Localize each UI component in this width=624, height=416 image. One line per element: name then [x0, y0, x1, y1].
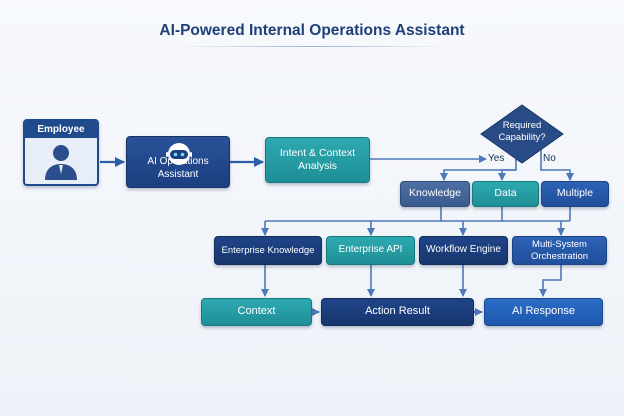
knowledge-label: Knowledge — [409, 187, 461, 200]
action-result-node: Action Result — [321, 298, 474, 326]
decision-label: Required Capability? — [498, 120, 546, 143]
ai-response-node: AI Response — [484, 298, 603, 326]
decision-diamond-shape — [480, 104, 564, 164]
multi-system-node: Multi-System Orchestration — [512, 236, 607, 265]
connector-decision-no — [540, 149, 574, 181]
enterprise-api-label: Enterprise API — [338, 244, 403, 256]
intent-analysis-node: Intent & Context Analysis — [265, 137, 370, 183]
assistant-node: AI Operations Assistant — [126, 136, 230, 188]
decision-node: Required Capability? — [480, 104, 564, 164]
data-label: Data — [494, 187, 517, 200]
data-node: Data — [472, 181, 539, 207]
no-label: No — [543, 153, 556, 164]
employee-label: Employee — [25, 121, 97, 138]
yes-label: Yes — [488, 153, 505, 164]
context-label: Context — [237, 305, 276, 318]
diagram-title: AI-Powered Internal Operations Assistant — [159, 22, 465, 39]
multi-system-label: Multi-System Orchestration — [530, 238, 589, 262]
multiple-label: Multiple — [556, 187, 594, 200]
enterprise-knowledge-node: Enterprise Knowledge — [214, 236, 322, 265]
workflow-engine-label: Workflow Engine — [426, 244, 501, 256]
arrow-multisystem-response — [539, 265, 562, 297]
employee-node: Employee — [23, 119, 99, 186]
enterprise-knowledge-label: Enterprise Knowledge — [221, 244, 315, 256]
connector-decision-yes — [440, 149, 517, 181]
multiple-node: Multiple — [541, 181, 609, 207]
context-node: Context — [201, 298, 312, 326]
person-icon — [45, 145, 77, 180]
intent-analysis-label: Intent & Context Analysis — [279, 146, 356, 172]
ai-response-label: AI Response — [512, 305, 575, 318]
robot-icon — [166, 143, 192, 165]
enterprise-api-node: Enterprise API — [326, 236, 415, 265]
title-underline — [172, 46, 452, 47]
knowledge-node: Knowledge — [400, 181, 470, 207]
workflow-engine-node: Workflow Engine — [419, 236, 508, 265]
connector-decision-data — [498, 169, 516, 181]
action-result-label: Action Result — [365, 305, 430, 318]
